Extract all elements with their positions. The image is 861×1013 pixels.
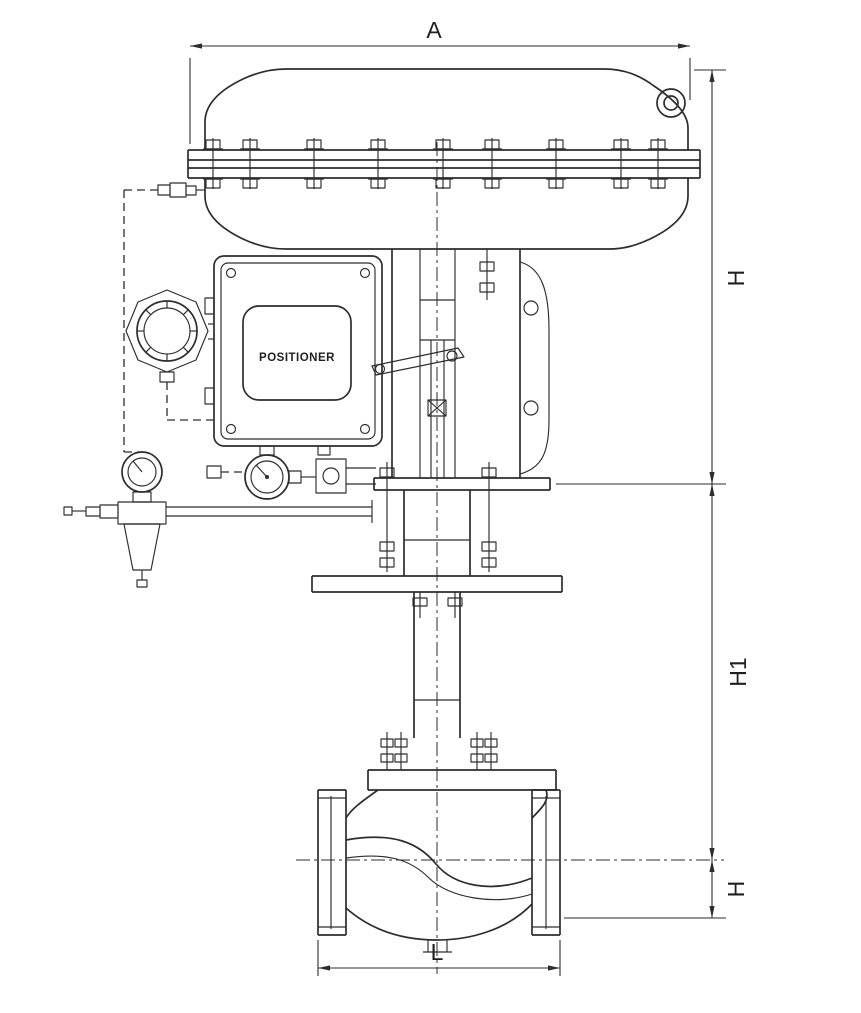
dim-l-label: L xyxy=(431,939,444,965)
positioner-label: POSITIONER xyxy=(259,352,335,364)
yoke-base-studs xyxy=(379,462,497,572)
dim-h-upper-label: H xyxy=(723,270,749,287)
centerlines xyxy=(296,142,724,974)
dim-a-label: A xyxy=(426,17,442,43)
extension-column xyxy=(367,592,557,791)
positioner-screw-icon xyxy=(359,267,371,279)
dome-pressure-gauge xyxy=(125,289,214,383)
dimension-l: L xyxy=(317,939,561,976)
air-filter-regulator xyxy=(63,451,373,588)
dimension-h-upper: H xyxy=(556,69,749,485)
right-pipe-flange xyxy=(531,789,561,936)
output-pressure-gauge xyxy=(206,445,376,500)
air-tubing xyxy=(123,182,245,473)
dim-h1-label: H1 xyxy=(725,657,751,686)
actuator-air-fitting xyxy=(157,182,205,198)
bonnet-studs xyxy=(380,732,498,770)
diaphragm-actuator xyxy=(187,68,701,300)
gauge-needle xyxy=(132,460,143,473)
yoke-base xyxy=(311,462,563,618)
filter-bowl xyxy=(123,523,161,571)
dimension-a: A xyxy=(189,17,691,144)
bonnet-flange xyxy=(367,769,557,791)
yoke xyxy=(371,249,550,478)
positioner-label-panel xyxy=(242,305,352,401)
actuator-lifting-eye xyxy=(656,88,686,118)
positioner: POSITIONER xyxy=(204,255,383,456)
dimension-h-lower: H xyxy=(564,860,749,919)
valve-body xyxy=(317,789,561,953)
dim-h-lower-label: H xyxy=(723,881,749,898)
positioner-screw-icon xyxy=(225,267,237,279)
left-pipe-flange xyxy=(317,789,347,936)
stem-clamp xyxy=(427,399,447,417)
feedback-lever xyxy=(371,347,465,376)
positioner-screw-icon xyxy=(359,423,371,435)
actuator-flange-bolts xyxy=(202,137,669,190)
gauge-needle xyxy=(255,464,268,478)
flange-plate-bolts xyxy=(412,592,463,618)
inlet-fitting xyxy=(99,504,119,519)
positioner-screw-icon xyxy=(225,423,237,435)
actuator-vent-fitting xyxy=(479,249,495,300)
drain-boss xyxy=(423,940,452,953)
dimension-h1: H1 xyxy=(709,484,751,860)
